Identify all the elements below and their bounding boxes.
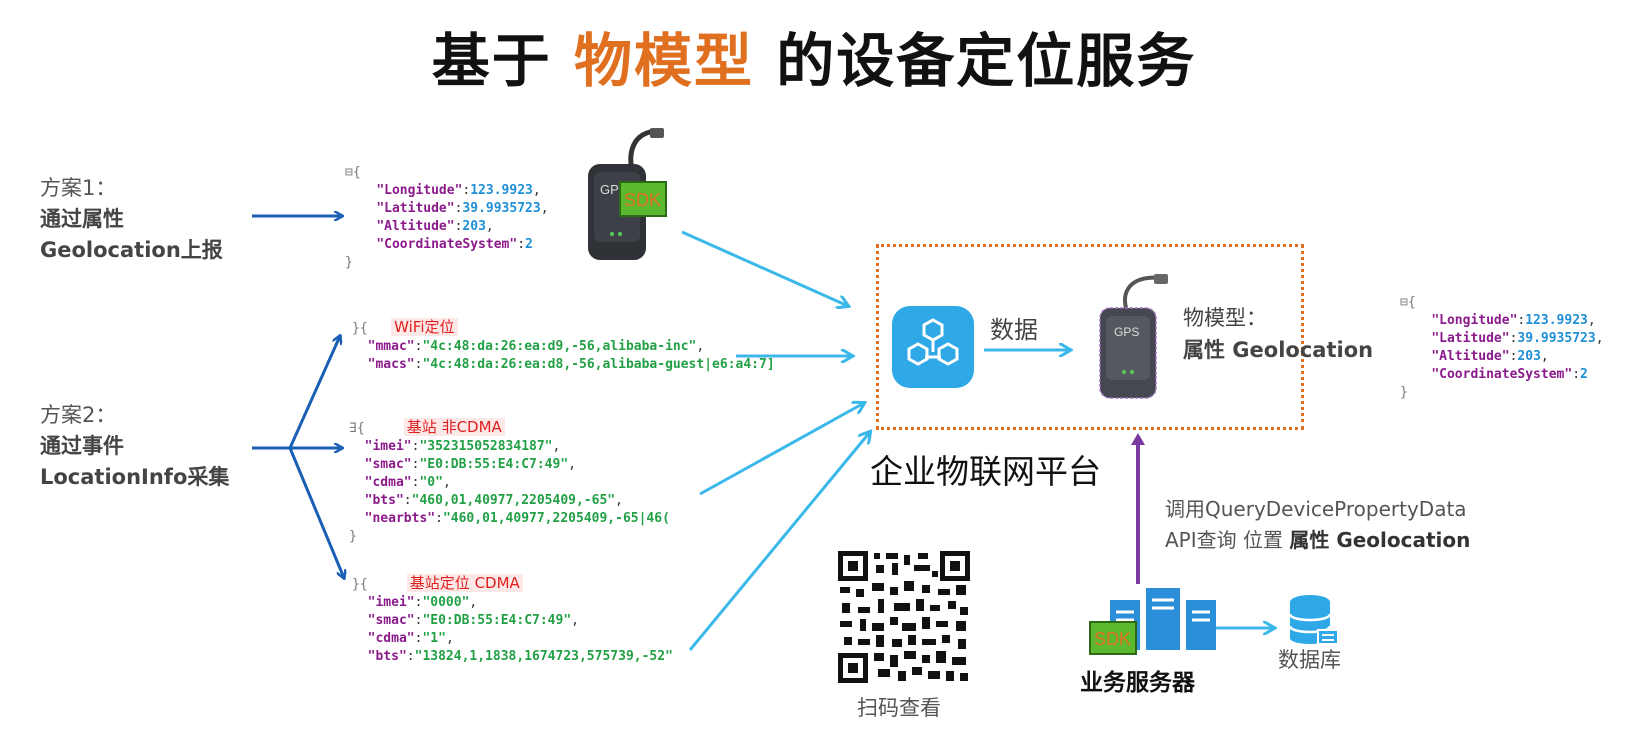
plan2-line2: LocationInfo采集: [40, 465, 230, 489]
plan2-label: 方案2： 通过事件 LocationInfo采集: [40, 400, 229, 493]
gps-device-model-icon: GPS: [1099, 274, 1168, 399]
data-arrows-to-platform: [681, 230, 870, 651]
svg-text:SDK: SDK: [624, 190, 661, 210]
plan1-line1: 通过属性: [40, 207, 124, 231]
wifi-tag: WiFi定位: [391, 318, 458, 336]
server-icon: SDK: [1089, 588, 1216, 655]
svg-text:SDK: SDK: [1094, 629, 1131, 649]
iot-platform-icon: [892, 306, 974, 388]
page-title: 基于 物模型 的设备定位服务: [431, 27, 1197, 95]
api-description: 调用QueryDevicePropertyData API查询 位置 属性 Ge…: [1165, 497, 1471, 552]
platform-box: [876, 244, 1304, 430]
title-highlight: 物模型: [573, 27, 754, 95]
platform-label: 企业物联网平台: [870, 452, 1101, 491]
database-label: 数据库: [1278, 648, 1341, 672]
json-bs-cdma-block: }{ 基站定位 CDMA "imei":"0000", "smac":"E0:D…: [352, 574, 673, 664]
qr-label: 扫码查看: [857, 696, 941, 720]
plan1-title: 方案1：: [40, 176, 117, 200]
plan2-title: 方案2：: [40, 403, 117, 427]
bs-noncdma-tag: 基站 非CDMA: [403, 418, 505, 436]
thing-model-label: 物模型： 属性 Geolocation: [1183, 306, 1374, 362]
json-geolocation-result-block: ⊟{ "Longitude":123.9923, "Latitude":39.9…: [1400, 295, 1604, 400]
server-label: 业务服务器: [1080, 670, 1195, 696]
plan1-line2: Geolocation上报: [40, 238, 223, 262]
qr-code: [838, 551, 970, 683]
data-flow-label: 数据: [990, 316, 1038, 344]
database-icon: [1288, 595, 1339, 645]
plan2-line1: 通过事件: [40, 434, 124, 458]
json-geolocation-block: ⊟{ "Longitude":123.9923, "Latitude":39.9…: [345, 165, 549, 270]
sdk-badge-server: [1089, 621, 1137, 655]
sdk-badge-top: SDK: [619, 181, 667, 217]
json-bs-noncdma-block: ∃{ 基站 非CDMA "imei":"352315052834187", "s…: [349, 418, 670, 544]
svg-text:GPS: GPS: [1114, 325, 1139, 339]
plan1-label: 方案1： 通过属性 Geolocation上报: [40, 173, 223, 266]
json-wifi-block: }{ WiFi定位 "mmac":"4c:48:da:26:ea:d9,-56,…: [352, 318, 775, 372]
plan2-branch-arrows: [252, 336, 344, 578]
bs-cdma-tag: 基站定位 CDMA: [406, 574, 523, 592]
